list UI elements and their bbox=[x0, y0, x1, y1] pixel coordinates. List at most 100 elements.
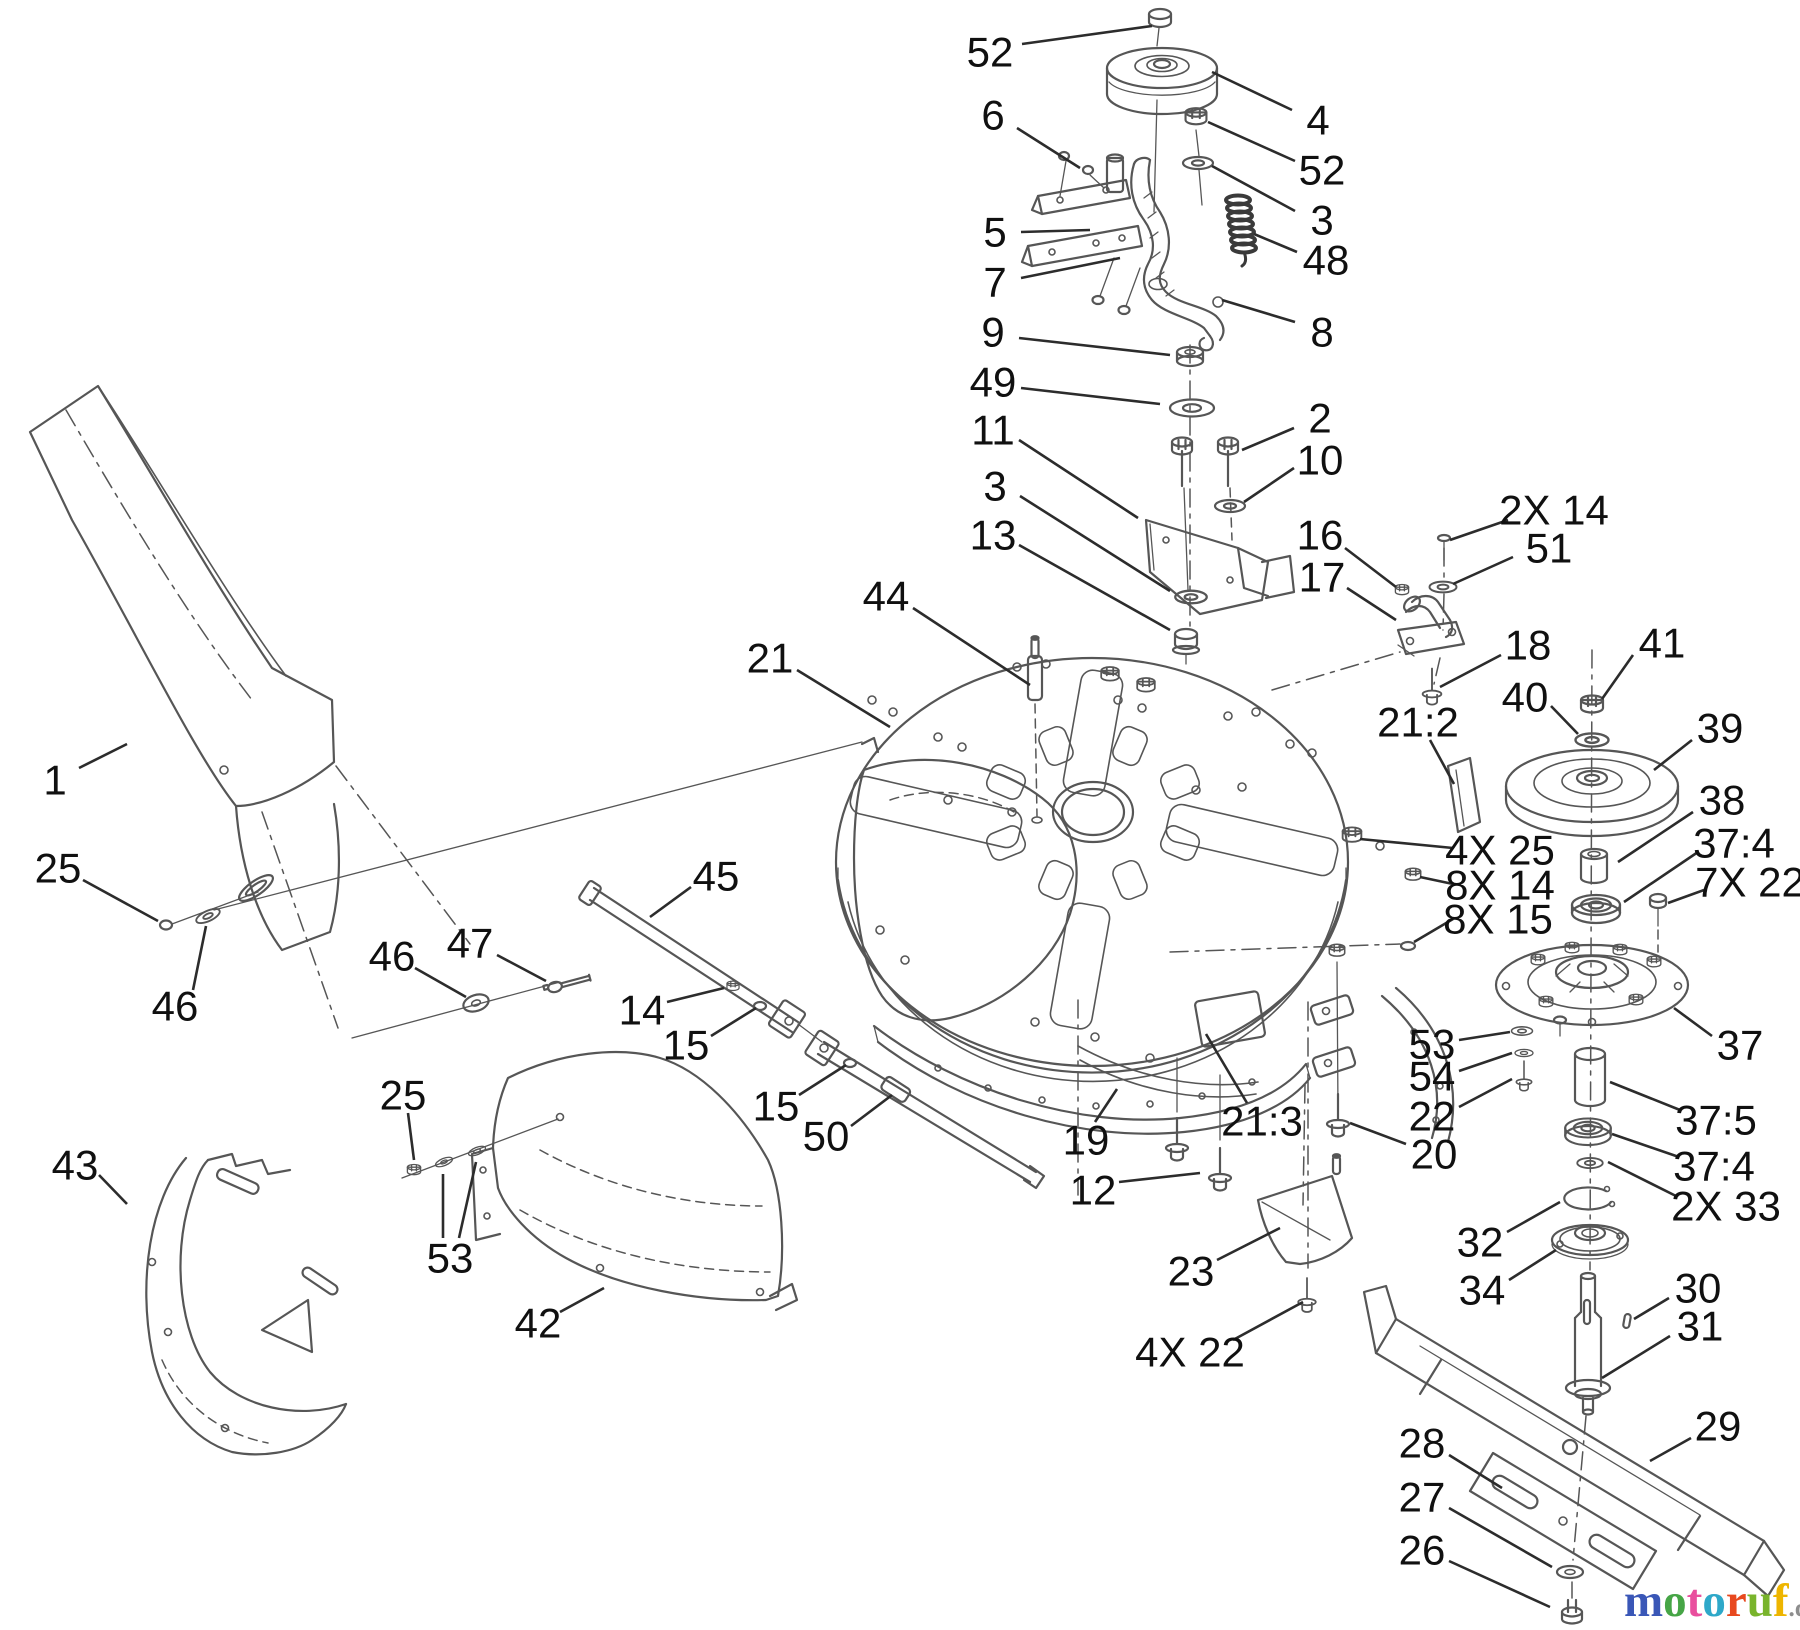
spacer-bolt bbox=[1105, 153, 1125, 194]
callout-label: 46 bbox=[369, 933, 416, 980]
idler-bolt-52 bbox=[1147, 7, 1173, 47]
callout-3: 3 bbox=[1211, 164, 1334, 244]
washer-49 bbox=[1168, 398, 1216, 418]
chute-fasteners bbox=[158, 891, 259, 931]
callout-47: 47 bbox=[447, 920, 547, 983]
callout-39: 39 bbox=[1653, 705, 1744, 772]
leader-line bbox=[414, 966, 467, 999]
callout-label: 19 bbox=[1063, 1117, 1110, 1164]
callout-label: 45 bbox=[693, 853, 740, 900]
leader-line bbox=[912, 606, 1031, 687]
side-baffle-42 bbox=[470, 1050, 799, 1312]
callout-label: 8X 15 bbox=[1443, 896, 1553, 943]
idler-bracket-5 bbox=[1020, 178, 1144, 268]
callout-label: 46 bbox=[152, 983, 199, 1030]
front-trim-19 bbox=[872, 943, 1455, 1206]
callout-8x-14: 8X 14 bbox=[1419, 862, 1555, 909]
callout-2x-33: 2X 33 bbox=[1607, 1160, 1781, 1230]
bracket-screws-7 bbox=[1091, 257, 1141, 316]
callout-label: 4X 22 bbox=[1135, 1329, 1245, 1376]
leader-line bbox=[1118, 1171, 1201, 1184]
spindle-pulley-39 bbox=[1504, 748, 1680, 838]
deck-plate-21-2 bbox=[1446, 756, 1482, 834]
leader-line bbox=[1439, 653, 1502, 689]
callout-label: 14 bbox=[619, 987, 666, 1034]
callout-label: 52 bbox=[967, 29, 1014, 76]
callout-23: 23 bbox=[1168, 1226, 1281, 1295]
idler-arm-8 bbox=[1130, 156, 1225, 352]
callout-37-5: 37:5 bbox=[1609, 1080, 1757, 1144]
leader-line bbox=[666, 986, 725, 1004]
leader-line bbox=[1018, 438, 1139, 520]
idler-pulley-4 bbox=[1105, 46, 1219, 116]
leader-line bbox=[1346, 586, 1397, 622]
deck-rail-50 bbox=[804, 1029, 1046, 1190]
leader-line bbox=[1633, 1296, 1670, 1321]
leader-line bbox=[1600, 654, 1635, 700]
leader-line bbox=[1601, 1334, 1671, 1380]
callout-label: 31 bbox=[1677, 1303, 1724, 1350]
callout-49: 49 bbox=[970, 359, 1161, 406]
callout-label: 26 bbox=[1399, 1527, 1446, 1574]
logo-letter: r bbox=[1725, 1575, 1747, 1627]
callout-53: 53 bbox=[1409, 1021, 1511, 1068]
discharge-deflector-23 bbox=[1256, 1153, 1354, 1266]
callout-17: 17 bbox=[1299, 554, 1397, 622]
logo-letter: o bbox=[1702, 1575, 1726, 1627]
callout-label: 17 bbox=[1299, 554, 1346, 601]
callout-label: 3 bbox=[1310, 197, 1333, 244]
callout-label: 12 bbox=[1070, 1167, 1117, 1214]
leader-line bbox=[1241, 426, 1295, 452]
leader-line bbox=[98, 1174, 128, 1205]
callout-label: 21 bbox=[747, 635, 794, 682]
logo-letter: t bbox=[1686, 1575, 1703, 1627]
anti-scalp-pin-44 bbox=[1026, 635, 1044, 817]
callout-label: 54 bbox=[1409, 1053, 1456, 1100]
logo-letter: f bbox=[1772, 1575, 1789, 1627]
callout-label: 38 bbox=[1699, 777, 1746, 824]
callout-label: 15 bbox=[663, 1022, 710, 1069]
callout-label: 7 bbox=[983, 259, 1006, 306]
leader-line bbox=[1020, 386, 1161, 406]
leader-line bbox=[1413, 917, 1454, 944]
callout-7x-22: 7X 22 bbox=[1667, 859, 1800, 906]
spindle-assembly bbox=[1494, 649, 1690, 1599]
leader-line bbox=[1204, 1033, 1249, 1104]
leader-line bbox=[1458, 1030, 1511, 1042]
mower-blade-29 bbox=[1362, 1284, 1786, 1598]
leader-line bbox=[1016, 126, 1081, 170]
callout-3: 3 bbox=[983, 463, 1171, 593]
callout-label: 30 bbox=[1675, 1265, 1722, 1312]
logo-letter: m bbox=[1624, 1575, 1664, 1627]
leader-line bbox=[559, 1286, 605, 1314]
mid-fasteners bbox=[351, 973, 592, 1039]
callout-label: 20 bbox=[1411, 1131, 1458, 1178]
callout-8: 8 bbox=[1221, 298, 1334, 356]
leader-line bbox=[1506, 1200, 1561, 1234]
callout-label: 49 bbox=[970, 359, 1017, 406]
callout-9: 9 bbox=[981, 309, 1171, 357]
leader-line bbox=[496, 953, 547, 983]
logo-tld: .de bbox=[1788, 1595, 1800, 1622]
callout-21: 21 bbox=[747, 635, 891, 729]
callout-46: 46 bbox=[369, 933, 467, 999]
bearing-37-4-upper bbox=[1570, 893, 1622, 925]
callout-8x-15: 8X 15 bbox=[1413, 896, 1553, 944]
callout-label: 39 bbox=[1697, 705, 1744, 752]
snap-ring-32 bbox=[1563, 1186, 1613, 1211]
wash-port-group bbox=[1394, 533, 1466, 706]
callout-label: 48 bbox=[1303, 237, 1350, 284]
front-baffle-43 bbox=[145, 1152, 348, 1456]
callout-34: 34 bbox=[1459, 1248, 1557, 1314]
spacer-bushing-38 bbox=[1579, 847, 1609, 885]
callout-label: 3 bbox=[983, 463, 1006, 510]
leader-line bbox=[1216, 1226, 1281, 1262]
leader-line bbox=[798, 1063, 847, 1097]
leader-line bbox=[1458, 1051, 1513, 1073]
deflector-group bbox=[1077, 999, 1354, 1313]
callout-label: 1 bbox=[43, 757, 66, 804]
callout-label: 18 bbox=[1505, 622, 1552, 669]
mower-deck-21 bbox=[213, 635, 1482, 1083]
callout-label: 37:4 bbox=[1673, 1143, 1755, 1190]
leader-line bbox=[1452, 555, 1514, 586]
